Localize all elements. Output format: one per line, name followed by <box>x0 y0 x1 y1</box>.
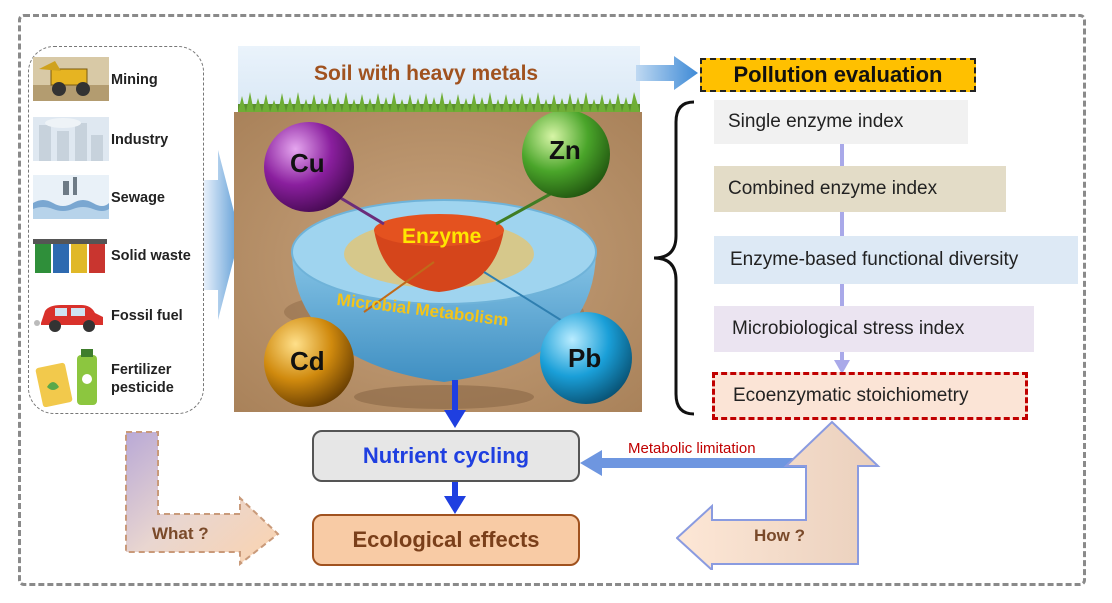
arrow-left-icon <box>580 450 830 476</box>
arrow-down-icon <box>444 380 466 428</box>
step-microbiological-stress-index: Microbiological stress index <box>714 306 1034 352</box>
metal-cd: Cd <box>290 346 325 376</box>
fertilizer-bottle-icon <box>35 349 97 407</box>
metal-zn: Zn <box>549 135 581 165</box>
source-solid-waste: Solid waste <box>29 233 205 277</box>
metal-pb: Pb <box>568 343 602 373</box>
source-label: Solid waste <box>111 248 191 264</box>
input-arrow-icon <box>204 150 240 320</box>
soil-header: Soil with heavy metals <box>238 46 640 104</box>
arrow-right-icon <box>636 56 698 90</box>
source-mining: Mining <box>29 57 205 101</box>
source-fertilizer: Fertilizer pesticide <box>29 347 205 407</box>
factory-chimney-icon <box>33 117 109 161</box>
outer-frame <box>18 14 1086 586</box>
step-single-enzyme-index: Single enzyme index <box>714 100 968 144</box>
pollution-evaluation-title: Pollution evaluation <box>700 58 976 92</box>
source-industry: Industry <box>29 117 205 161</box>
source-label: Fossil fuel <box>111 308 183 324</box>
source-label: Industry <box>111 132 169 148</box>
source-fossil-fuel: Fossil fuel <box>29 293 205 337</box>
metabolic-limitation-label: Metabolic limitation <box>628 440 756 457</box>
what-arrow-icon <box>125 431 280 566</box>
car-icon <box>34 305 103 332</box>
waste-bins-icon <box>33 239 107 273</box>
step-combined-enzyme-index: Combined enzyme index <box>714 166 1006 212</box>
source-label: Fertilizer pesticide <box>111 362 174 396</box>
arrow-down-icon <box>444 482 466 514</box>
source-sewage: Sewage <box>29 175 205 219</box>
nutrient-cycling-box: Nutrient cycling <box>312 430 580 482</box>
ecological-effects-box: Ecological effects <box>312 514 580 566</box>
soil-title: Soil with heavy metals <box>314 62 539 85</box>
soil-block <box>234 112 642 412</box>
sewage-outfall-icon <box>33 175 109 219</box>
mining-truck-icon <box>33 57 109 101</box>
how-label: How ? <box>754 526 805 545</box>
source-label: Sewage <box>111 190 165 206</box>
source-label: Mining <box>111 72 158 88</box>
brace-icon <box>653 100 695 416</box>
grass-icon <box>238 92 640 112</box>
pollution-sources-panel: Mining Industry Sewage Solid <box>28 46 204 414</box>
metal-cu: Cu <box>290 148 325 178</box>
step-functional-diversity: Enzyme-based functional diversity <box>714 236 1078 284</box>
step-ecoenzymatic-stoichiometry: Ecoenzymatic stoichiometry <box>712 372 1028 420</box>
enzyme-label: Enzyme <box>402 225 482 248</box>
how-arrow-icon <box>676 420 881 570</box>
what-label: What ? <box>152 524 209 543</box>
